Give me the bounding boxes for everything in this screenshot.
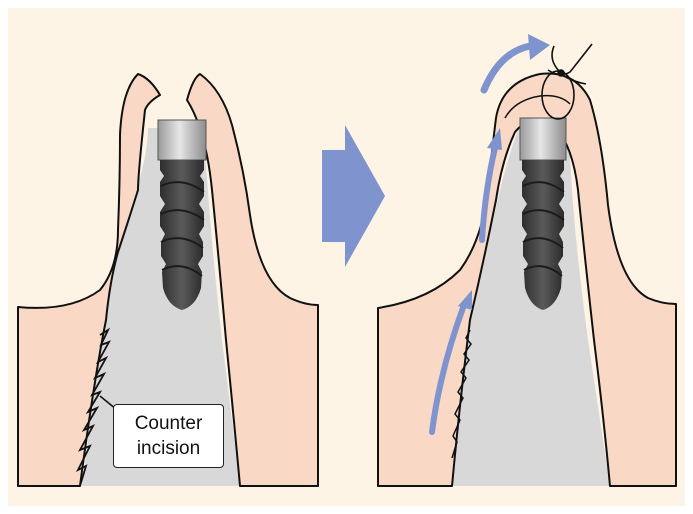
right-implant — [520, 118, 566, 310]
callout-line-2: incision — [114, 436, 223, 461]
right-implant-cap — [520, 118, 566, 160]
counter-incision-callout: Counter incision — [113, 404, 224, 468]
left-implant-cap — [158, 120, 206, 160]
left-implant — [158, 120, 206, 310]
callout-line-1: Counter — [114, 411, 223, 436]
